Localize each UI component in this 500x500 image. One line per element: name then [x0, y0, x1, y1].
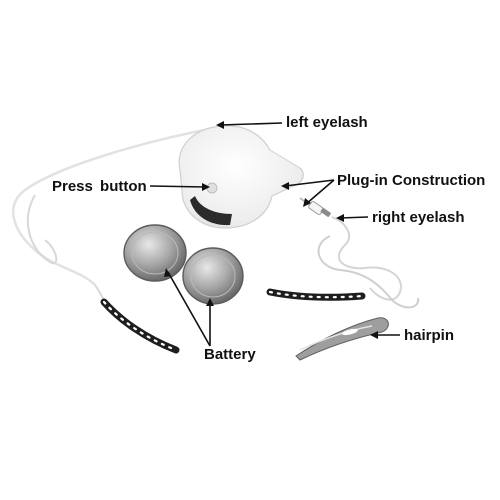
- left-eyelash-label: left eyelash: [286, 114, 368, 131]
- hairpin-clip: [295, 317, 389, 361]
- left-eyelash-strip: [100, 298, 180, 354]
- right-cable-loop: [317, 235, 420, 309]
- plugin-construction-label: Plug-in Construction: [337, 172, 486, 189]
- left-cable-loop: [26, 194, 58, 265]
- controller-device: [178, 125, 304, 229]
- callout-arrows: [149, 121, 400, 347]
- battery-right: [182, 247, 244, 305]
- battery-left: [123, 224, 187, 282]
- left-cable: [12, 126, 216, 286]
- hairpin-label: hairpin: [404, 327, 455, 344]
- plug-connector: [299, 197, 331, 217]
- right-eyelash-strip: [266, 288, 366, 301]
- right-cable: [331, 216, 402, 301]
- press-button-label: Press button: [52, 178, 147, 195]
- battery-label: Battery: [204, 346, 256, 363]
- right-eyelash-label: right eyelash: [372, 209, 465, 226]
